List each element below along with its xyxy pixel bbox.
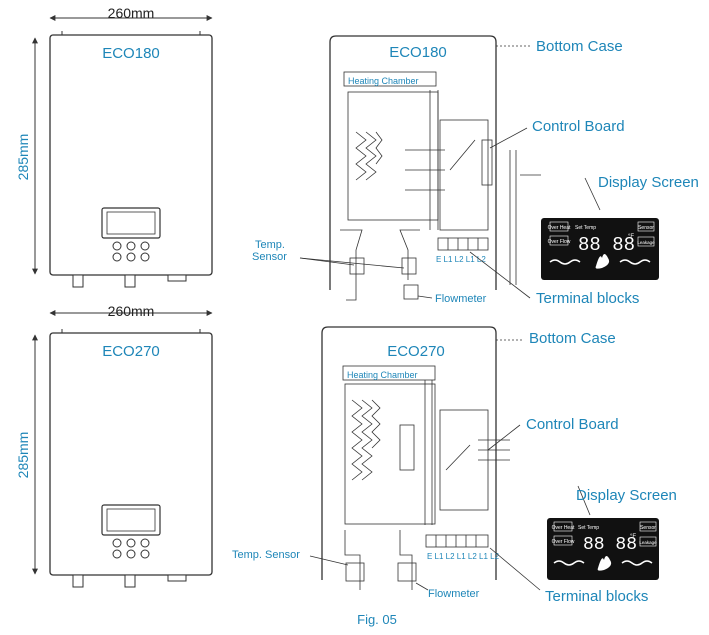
flame-icon [597, 556, 612, 571]
interior-model-label: ECO180 [389, 44, 447, 61]
front-unit-eco180: ECO180 [49, 31, 213, 288]
wave-icon [553, 560, 653, 566]
figure-caption: Fig. 05 [357, 612, 397, 627]
digit-readout: 88 88 [583, 535, 637, 555]
width-label: 260mm [108, 303, 155, 319]
interior-unit-eco180: ECO180 Heating Chamber [329, 35, 517, 301]
digit-readout: 88 88 [578, 234, 635, 256]
bottom-case-outline [321, 326, 497, 580]
flowmeter-callout: Flowmeter [435, 293, 487, 305]
leakage-indicator: Leakage [639, 540, 657, 545]
control-button [140, 549, 150, 559]
display-screen [547, 518, 659, 580]
wave-icon [549, 259, 651, 265]
flowmeter-callout: Flowmeter [428, 588, 480, 600]
display-screen [541, 218, 659, 280]
unit-indicator: °F [630, 534, 636, 540]
temp-sensor-callout: Temp. Sensor [232, 549, 300, 561]
front-display-window [101, 207, 161, 239]
interior-model-label: ECO270 [387, 343, 445, 360]
front-model-label: ECO270 [102, 343, 160, 360]
control-button [126, 549, 136, 559]
set-temp-indicator: Set Temp [578, 525, 599, 531]
bottom-case-callout: Bottom Case [529, 330, 616, 347]
terminal-letters: E L1 L2 L1 L2 L1 L2 [427, 552, 500, 561]
control-button [140, 241, 150, 251]
terminal-blocks [437, 237, 489, 251]
terminal-letters: E L1 L2 L1 L2 [436, 255, 486, 264]
cable-gland [167, 574, 187, 582]
terminal-blocks-callout: Terminal blocks [545, 588, 648, 605]
sensor-indicator: Sensor [638, 225, 654, 231]
over-heat-indicator: Over Heat [552, 525, 575, 531]
water-inlet-pipe [72, 574, 84, 588]
sensor-indicator: Sensor [640, 525, 656, 531]
temp-sensor-body [401, 257, 417, 275]
height-label: 285mm [15, 134, 31, 181]
control-board-callout: Control Board [532, 118, 625, 135]
temp-sensor-body [345, 562, 365, 582]
control-button [112, 538, 122, 548]
over-flow-indicator: Over Flow [548, 239, 571, 245]
heating-chamber-label: Heating Chamber [348, 76, 419, 86]
front-unit-eco270: ECO270 [49, 329, 213, 588]
leakage-indicator: Leakage [637, 240, 655, 245]
control-button [126, 252, 136, 262]
over-flow-indicator: Over Flow [552, 539, 575, 545]
control-board [439, 119, 517, 285]
heating-chamber [347, 90, 445, 230]
display-screen-callout: Display Screen [576, 487, 677, 504]
temp-sensor-callout-line2: Sensor [252, 251, 287, 263]
heating-chamber-label: Heating Chamber [347, 370, 418, 380]
flowmeter-body [397, 562, 417, 582]
control-button [126, 241, 136, 251]
front-model-label: ECO180 [102, 45, 160, 62]
flowmeter-body [403, 284, 419, 300]
display-screen-callout: Display Screen [598, 174, 699, 191]
control-button [140, 538, 150, 548]
control-button [140, 252, 150, 262]
display-screen-detail: Over Heat Over Flow Set Temp 88 88 °F Se… [541, 218, 659, 280]
width-label: 260mm [108, 5, 155, 21]
water-outlet-pipe [124, 274, 136, 288]
heating-chamber [344, 380, 436, 525]
control-button [112, 549, 122, 559]
control-button [112, 241, 122, 251]
water-inlet-pipe [72, 274, 84, 288]
control-board [439, 409, 510, 511]
set-temp-indicator: Set Temp [575, 225, 596, 231]
height-label: 285mm [15, 432, 31, 479]
interior-unit-eco270: ECO270 Heating Chamber [321, 326, 510, 590]
callout-lines [299, 45, 601, 299]
front-display-window [101, 504, 161, 536]
top-section: 260mm 285mm ECO180 ECO180 Heating Ch [15, 5, 699, 307]
unit-indicator: °F [628, 234, 634, 240]
terminal-blocks [425, 534, 489, 548]
pipework [340, 229, 420, 301]
temp-sensor-body [349, 257, 365, 275]
terminal-blocks-callout: Terminal blocks [536, 290, 639, 307]
bottom-section: 260mm 285mm ECO270 ECO270 Heating Chambe… [15, 303, 677, 605]
control-button [126, 538, 136, 548]
flame-icon [595, 254, 610, 269]
temp-sensor-callout-line1: Temp. [255, 239, 285, 251]
bottom-case-callout: Bottom Case [536, 38, 623, 55]
over-heat-indicator: Over Heat [548, 225, 571, 231]
pipework [344, 530, 417, 590]
water-outlet-pipe [124, 574, 136, 588]
bottom-case-outline [329, 35, 497, 290]
display-screen-detail: Over Heat Over Flow Set Temp 88 88 °F Se… [547, 518, 659, 580]
control-board-callout: Control Board [526, 416, 619, 433]
cable-gland [167, 274, 187, 282]
callout-lines [309, 339, 591, 591]
control-button [112, 252, 122, 262]
